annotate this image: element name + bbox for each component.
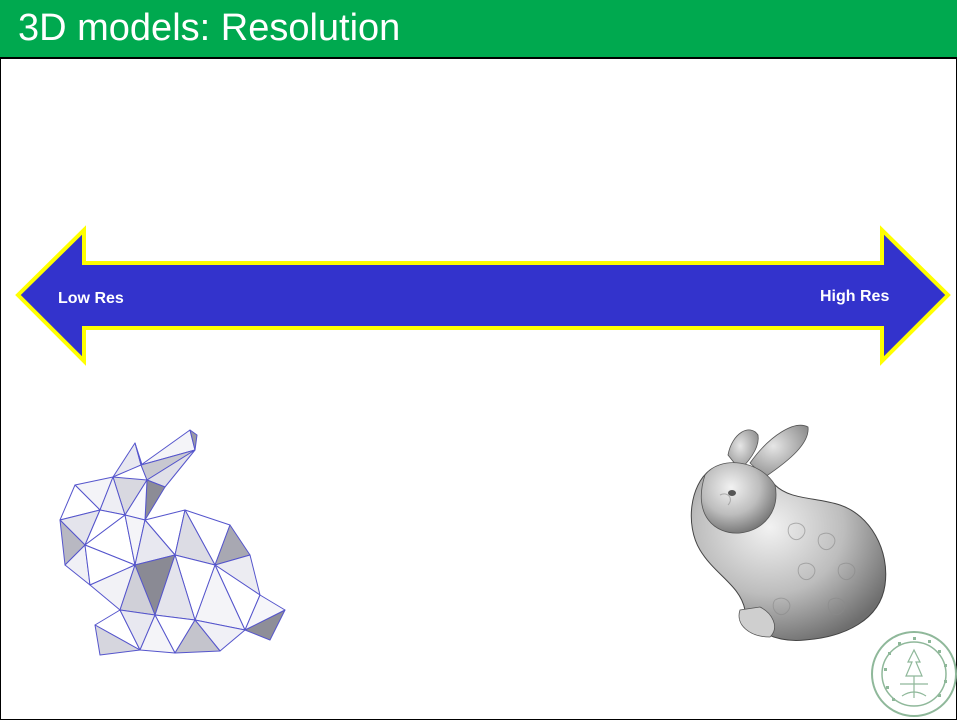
title-divider bbox=[0, 57, 957, 59]
high-poly-bunny-image bbox=[690, 425, 887, 641]
slide-title: 3D models: Resolution bbox=[0, 0, 957, 57]
low-poly-bunny-image bbox=[59, 429, 286, 656]
high-res-label: High Res bbox=[820, 288, 890, 305]
double-arrow-shape bbox=[15, 225, 951, 366]
low-res-label: Low Res bbox=[58, 290, 124, 307]
university-seal-icon bbox=[871, 631, 957, 717]
double-arrow bbox=[15, 225, 951, 366]
